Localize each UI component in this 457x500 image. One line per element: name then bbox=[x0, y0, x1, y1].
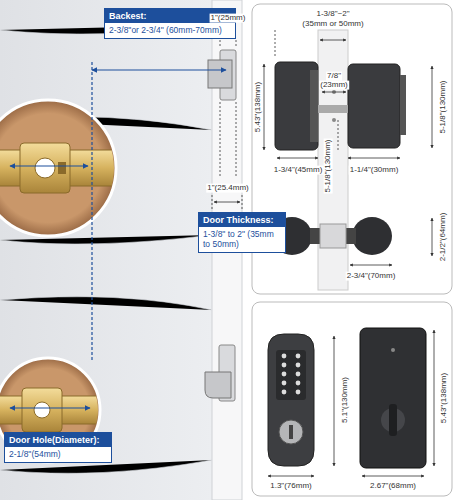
dimension-text: 2-1/8"(54mm) bbox=[5, 447, 111, 462]
keypad-button bbox=[282, 354, 287, 359]
dimension-label: (35mm or 50mm) bbox=[301, 20, 364, 29]
dimension-label: 5.43"(138mm) bbox=[440, 372, 449, 424]
dimension-label: 1"(25.4mm) bbox=[206, 184, 250, 193]
hole-box: Door Hole(Diameter):2-1/8"(54mm) bbox=[4, 432, 112, 463]
dimension-label: 7/8" bbox=[326, 72, 342, 81]
dimension-label: 5.1"(130mm) bbox=[341, 376, 350, 424]
keypad-button bbox=[282, 363, 287, 368]
keypad-button bbox=[282, 381, 287, 386]
dimension-label: 1-1/4"(30mm) bbox=[349, 166, 400, 175]
dimension-label: 5-1/8"(130mm) bbox=[324, 138, 333, 193]
dimension-label: 2-1/2"(64mm) bbox=[439, 212, 448, 263]
dimension-text: 1-3/8" to 2" (35mm to 50mm) bbox=[199, 227, 285, 252]
dimension-text: 2-3/8"or 2-3/4" (60mm-70mm) bbox=[105, 23, 235, 38]
box-heading: Door Hole(Diameter): bbox=[5, 433, 111, 447]
keypad-button bbox=[296, 381, 301, 386]
dimension-label: (23mm) bbox=[319, 81, 349, 90]
keypad-button bbox=[296, 372, 301, 377]
keypad-button bbox=[282, 390, 287, 395]
keypad-button bbox=[296, 390, 301, 395]
keypad-button bbox=[296, 354, 301, 359]
keypad-button bbox=[282, 372, 287, 377]
dimension-label: 1"(25mm) bbox=[210, 14, 247, 23]
dimension-label: 1-3/4"(45mm) bbox=[273, 166, 324, 175]
dimension-label: 2.67"(68mm) bbox=[369, 482, 417, 491]
box-heading: Door Thickness: bbox=[199, 213, 285, 227]
dimension-label: 5.43"(138mm) bbox=[254, 81, 263, 133]
keypad-button bbox=[296, 363, 301, 368]
thickness-box: Door Thickness:1-3/8" to 2" (35mm to 50m… bbox=[198, 212, 286, 253]
dimension-label: 5-1/8"(130mm) bbox=[439, 79, 448, 134]
dimension-label: 2-3/4"(70mm) bbox=[346, 272, 397, 281]
dimension-label: 1.3"(76mm) bbox=[269, 482, 313, 491]
dimension-label: 1-3/8"~2" bbox=[315, 10, 350, 19]
